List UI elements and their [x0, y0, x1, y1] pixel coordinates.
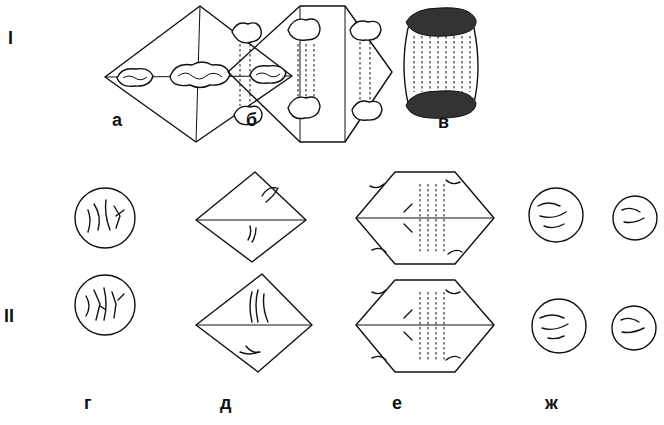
spindle-metaphase-part — [105, 6, 292, 142]
daughter-cells — [529, 188, 657, 353]
spindle-anaphase-part — [250, 44, 251, 106]
spindle-anaphase-part — [352, 101, 382, 120]
meiosis-metaphase — [196, 172, 312, 372]
meiosis-anaphase-part — [436, 184, 437, 252]
telophase-cell-part — [454, 36, 455, 92]
daughter-cells-part — [613, 196, 657, 240]
meiosis-metaphase-part — [248, 188, 278, 242]
meiosis-anaphase-part — [428, 184, 429, 252]
meiosis-anaphase-part — [436, 292, 437, 360]
panel-letter: в — [438, 112, 449, 133]
meiosis-anaphase-part — [420, 184, 421, 252]
meiosis-anaphase-part — [420, 292, 421, 360]
meiosis-metaphase-part — [196, 220, 306, 221]
spindle-metaphase — [105, 6, 292, 142]
spindle-anaphase-part — [314, 44, 315, 98]
meiosis-anaphase-part — [444, 292, 445, 360]
meiosis-metaphase-part — [240, 290, 268, 354]
spindle-anaphase-part — [232, 23, 261, 43]
prophase-cells-part — [86, 288, 124, 320]
panel-letter: б — [246, 110, 257, 131]
row-numeral: II — [4, 306, 14, 327]
spindle-metaphase-part — [170, 62, 230, 88]
telophase-cell — [404, 8, 478, 118]
daughter-cells-part — [540, 315, 568, 339]
daughter-cells-part — [529, 188, 583, 242]
spindle-metaphase-part — [123, 76, 147, 80]
meiosis-metaphase-part — [196, 172, 306, 262]
meiosis-anaphase-part — [370, 180, 462, 254]
spindle-metaphase-part — [117, 69, 153, 87]
spindle-anaphase-part — [228, 6, 392, 142]
prophase-cells-part — [75, 188, 135, 248]
meiosis-anaphase-part — [356, 280, 494, 372]
spindle-anaphase — [228, 6, 392, 142]
meiosis-anaphase-part — [356, 172, 494, 264]
telophase-cell-part — [438, 36, 439, 92]
meiosis-metaphase-part — [196, 274, 312, 372]
telophase-cell-part — [414, 36, 415, 92]
meiosis-anaphase-part — [356, 325, 494, 326]
spindle-anaphase-part — [306, 44, 307, 98]
daughter-cells-part — [532, 299, 586, 353]
daughter-cells-part — [612, 306, 656, 350]
row-numeral: I — [8, 28, 13, 49]
panel-letter: г — [84, 393, 92, 414]
spindle-anaphase-part — [360, 42, 361, 100]
meiosis-anaphase-part — [428, 292, 429, 360]
daughter-cells-part — [622, 208, 644, 222]
telophase-cell-part — [422, 36, 423, 92]
spindle-anaphase-part — [288, 97, 320, 119]
telophase-cell-part — [406, 8, 476, 36]
telophase-cell-part — [470, 36, 471, 92]
daughter-cells-part — [538, 203, 566, 228]
meiosis-anaphase-part — [356, 218, 494, 219]
panel-letter: е — [392, 393, 402, 414]
spindle-metaphase-part — [250, 66, 286, 84]
daughter-cells-part — [621, 318, 644, 332]
telophase-cell-part — [462, 36, 463, 92]
spindle-metaphase-part — [178, 73, 222, 79]
spindle-anaphase-part — [345, 6, 346, 142]
panel-letter: д — [220, 393, 231, 414]
panel-letter: ж — [545, 393, 558, 414]
meiosis-anaphase — [356, 172, 494, 372]
spindle-anaphase-part — [350, 21, 381, 40]
meiosis-anaphase-part — [372, 290, 460, 360]
meiosis-anaphase-part — [444, 184, 445, 252]
telophase-cell-part — [446, 36, 447, 92]
spindle-metaphase-part — [256, 73, 280, 77]
telophase-cell-part — [430, 36, 431, 92]
prophase-cells-part — [88, 200, 124, 232]
prophase-cells — [75, 188, 135, 335]
spindle-anaphase-part — [288, 19, 320, 40]
prophase-cells-part — [75, 275, 135, 335]
panel-letter: а — [112, 110, 122, 131]
spindle-anaphase-part — [298, 44, 299, 98]
spindle-anaphase-part — [370, 42, 371, 100]
meiosis-metaphase-part — [196, 325, 312, 326]
spindle-anaphase-part — [240, 44, 241, 106]
